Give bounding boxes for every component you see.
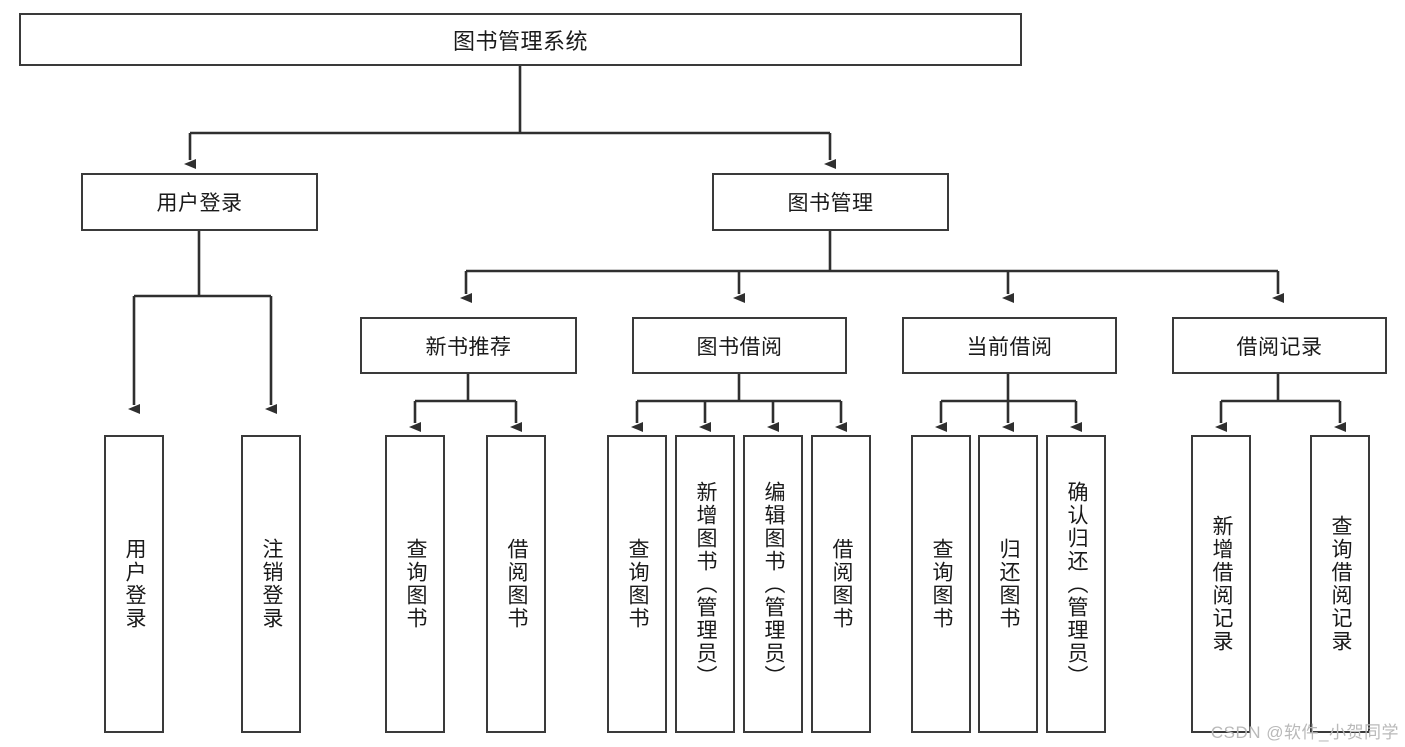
node-root[interactable]: 图书管理系统 xyxy=(19,13,1022,66)
leaf-user-login[interactable]: 用户登录 xyxy=(104,435,164,733)
node-book-manage-label: 图书管理 xyxy=(787,192,874,215)
leaf-query-book-3[interactable]: 查询图书 xyxy=(911,435,971,733)
node-borrow-record[interactable]: 借阅记录 xyxy=(1172,317,1387,374)
leaf-edit-book[interactable]: 编辑图书（管理员） xyxy=(743,435,803,733)
node-user-login-label: 用户登录 xyxy=(156,192,243,215)
leaf-user-login-label: 用户登录 xyxy=(123,538,147,630)
leaf-query-book-1-label: 查询图书 xyxy=(404,538,428,630)
leaf-return-book-label: 归还图书 xyxy=(997,538,1021,630)
leaf-return-book[interactable]: 归还图书 xyxy=(978,435,1038,733)
leaf-confirm-return[interactable]: 确认归还（管理员） xyxy=(1046,435,1106,733)
leaf-add-book[interactable]: 新增图书（管理员） xyxy=(675,435,735,733)
leaf-edit-book-label: 编辑图书（管理员） xyxy=(762,480,786,688)
node-book-borrow[interactable]: 图书借阅 xyxy=(632,317,847,374)
node-current-borrow[interactable]: 当前借阅 xyxy=(902,317,1117,374)
leaf-query-record-label: 查询借阅记录 xyxy=(1329,515,1353,653)
watermark: CSDN @软件_小贺同学 xyxy=(1210,723,1399,742)
leaf-query-book-1[interactable]: 查询图书 xyxy=(385,435,445,733)
leaf-logout-label: 注销登录 xyxy=(260,538,284,630)
node-new-book-recommend-label: 新书推荐 xyxy=(425,335,512,359)
node-new-book-recommend[interactable]: 新书推荐 xyxy=(360,317,577,374)
leaf-add-record[interactable]: 新增借阅记录 xyxy=(1191,435,1251,733)
node-book-manage[interactable]: 图书管理 xyxy=(712,173,949,231)
node-borrow-record-label: 借阅记录 xyxy=(1236,335,1323,359)
leaf-query-book-2-label: 查询图书 xyxy=(626,538,650,630)
leaf-logout[interactable]: 注销登录 xyxy=(241,435,301,733)
leaf-query-book-3-label: 查询图书 xyxy=(930,538,954,630)
leaf-query-book-2[interactable]: 查询图书 xyxy=(607,435,667,733)
leaf-add-book-label: 新增图书（管理员） xyxy=(694,480,718,688)
leaf-confirm-return-label: 确认归还（管理员） xyxy=(1065,480,1089,688)
node-root-label: 图书管理系统 xyxy=(452,28,588,54)
leaf-query-record[interactable]: 查询借阅记录 xyxy=(1310,435,1370,733)
leaf-add-record-label: 新增借阅记录 xyxy=(1210,515,1234,653)
leaf-borrow-book-1[interactable]: 借阅图书 xyxy=(486,435,546,733)
leaf-borrow-book-1-label: 借阅图书 xyxy=(505,538,529,630)
leaf-borrow-book-2-label: 借阅图书 xyxy=(830,538,854,630)
node-book-borrow-label: 图书借阅 xyxy=(696,335,783,359)
node-user-login[interactable]: 用户登录 xyxy=(81,173,318,231)
leaf-borrow-book-2[interactable]: 借阅图书 xyxy=(811,435,871,733)
node-current-borrow-label: 当前借阅 xyxy=(966,335,1053,359)
